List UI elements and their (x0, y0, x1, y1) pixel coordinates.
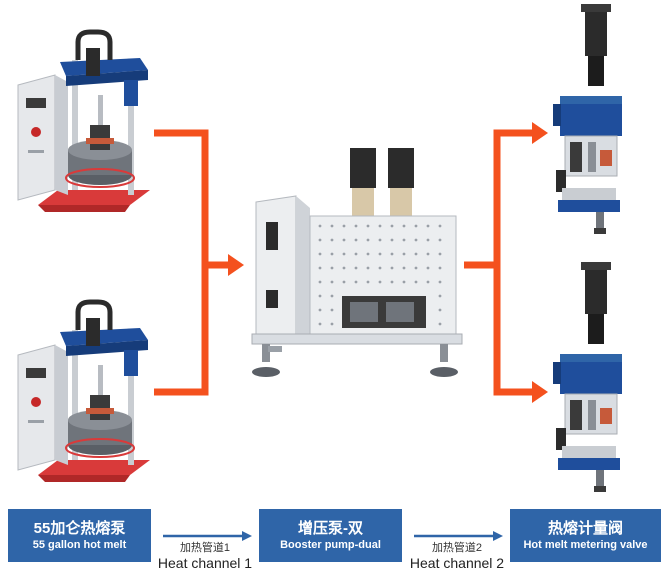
flow-arrow-booster-to-valves (464, 129, 532, 396)
channel-label-zh: 加热管道1 (179, 542, 231, 554)
flow-arrowhead-valve-bottom (532, 381, 548, 403)
hot-melt-pump-top-image (18, 32, 150, 212)
step-title-en: 55 gallon hot melt (32, 538, 127, 551)
step-box-metering-valve: 热熔计量阀 Hot melt metering valve (510, 509, 661, 562)
step-title-en: Hot melt metering valve (523, 538, 648, 551)
flow-arrow-pumps-to-booster (154, 129, 228, 396)
metering-valve-top-image (552, 3, 623, 235)
heat-channel-2-label: 加热管道2 Heat channel 2 (402, 541, 512, 572)
channel-arrow-2 (414, 531, 503, 541)
channel-label-en: Heat channel 2 (409, 555, 505, 571)
flow-arrowhead-booster (228, 254, 244, 276)
step-title-en: Booster pump-dual (280, 538, 381, 551)
flow-arrowhead-valve-top (532, 122, 548, 144)
channel-label-en: Heat channel 1 (157, 555, 253, 571)
heat-channel-1-label: 加热管道1 Heat channel 1 (150, 541, 260, 572)
channel-label-zh: 加热管道2 (431, 542, 483, 554)
metering-valve-bottom-image (552, 261, 623, 493)
step-box-booster-pump: 增压泵-双 Booster pump-dual (259, 509, 402, 562)
channel-arrow-1 (163, 531, 252, 541)
hot-melt-pump-bottom-image (18, 302, 150, 482)
step-title-zh: 55加仑热熔泵 (33, 519, 126, 537)
step-box-hot-melt-pump: 55加仑热熔泵 55 gallon hot melt (8, 509, 151, 562)
step-title-zh: 热熔计量阀 (547, 519, 623, 537)
flow-diagram-illustration (0, 3, 623, 493)
step-title-zh: 增压泵-双 (298, 519, 363, 537)
booster-pump-image (251, 148, 463, 377)
